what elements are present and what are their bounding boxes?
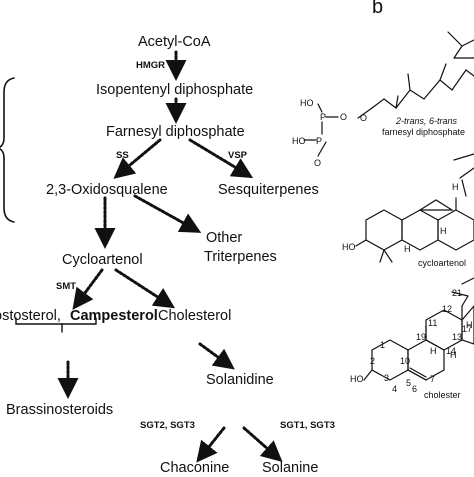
carbon-number: 21 — [452, 288, 463, 298]
carbon-number: 11 — [428, 318, 438, 328]
carbon-number: 1 — [380, 340, 386, 350]
carbon-number: 6 — [412, 384, 418, 394]
atom-o: O — [314, 158, 322, 168]
cholesterol-structure — [363, 277, 474, 381]
cycloartenol-structure — [355, 153, 474, 263]
carbon-number: 4 — [392, 384, 398, 394]
arrow-solanidine-solanine — [242, 426, 283, 462]
cycloartenol-label: cycloartenol — [418, 258, 467, 268]
enzyme-hmgr: HMGR — [136, 60, 166, 71]
node-isopentenyl-diphosphate: Isopentenyl diphosphate — [96, 82, 254, 98]
node-sitosterol: ostosterol, — [0, 308, 61, 324]
node-chaconine: Chaconine — [160, 460, 230, 476]
arrow-cycloartenol-cholesterol — [114, 268, 176, 309]
carbon-number: 12 — [442, 304, 453, 314]
node-farnesyl-diphosphate: Farnesyl diphosphate — [106, 124, 245, 140]
bracket-lower — [3, 157, 15, 223]
fpp-label-name: farnesyl diphosphate — [382, 127, 466, 137]
node-acetylcoa: Acetyl-CoA — [138, 34, 211, 50]
carbon-number: 7 — [430, 374, 436, 384]
atom-ho: HO — [292, 136, 306, 146]
pathway-arrows — [57, 50, 283, 463]
node-other-triterpenes-line2: Triterpenes — [204, 249, 277, 265]
atom-o: O — [360, 113, 368, 123]
fpp-label-stereo: 2-trans, 6-trans — [396, 116, 458, 126]
atom-h: H — [450, 350, 457, 360]
node-cholesterol: Cholesterol — [158, 308, 232, 324]
arrow-cholesterol-solanidine — [198, 342, 235, 370]
carbon-number: 2 — [370, 356, 376, 366]
atom-h: H — [452, 182, 459, 192]
arrow-oxidosqualene-triterpenes — [133, 194, 202, 233]
node-campesterol: Campesterol — [70, 308, 158, 324]
arrow-fpp-oxidosqualene — [113, 138, 162, 179]
node-sesquiterpenes: Sesquiterpenes — [218, 182, 319, 198]
carbon-number: 19 — [416, 332, 427, 342]
atom-p: P — [316, 136, 323, 146]
phytosterol-bracket — [15, 317, 97, 333]
atom-p: P — [320, 112, 327, 122]
node-oxidosqualene: 2,3-Oxidosqualene — [46, 182, 168, 198]
carbon-number: 5 — [406, 378, 412, 388]
carbon-number: 10 — [400, 356, 411, 366]
node-brassinosteroids: Brassinosteroids — [6, 402, 114, 418]
node-solanidine: Solanidine — [206, 372, 274, 388]
carbon-number: 3 — [384, 373, 390, 383]
node-cycloartenol: Cycloartenol — [62, 252, 143, 268]
atom-ho: HO — [300, 98, 314, 108]
atom-ho: HO — [342, 242, 356, 252]
cholesterol-label: cholester — [424, 390, 461, 400]
enzyme-smt: SMT — [56, 281, 77, 292]
enzyme-sgt1-sgt3: SGT1, SGT3 — [280, 420, 335, 431]
enzyme-vsp: VSP — [228, 150, 248, 161]
atom-o: O — [340, 112, 348, 122]
atom-h: H — [466, 320, 473, 330]
atom-h: H — [440, 226, 447, 236]
atom-ho: HO — [350, 374, 364, 384]
bracket-upper — [0, 77, 15, 159]
enzyme-sgt2-sgt3: SGT2, SGT3 — [140, 420, 195, 431]
arrow-fpp-sesquiterpenes — [188, 138, 254, 179]
carbon-number: 13 — [452, 332, 463, 342]
node-solanine: Solanine — [262, 460, 319, 476]
atom-h: H — [404, 244, 411, 254]
carbon-number: 17 — [462, 324, 473, 334]
carbon-number: 14 — [446, 346, 457, 356]
node-other-triterpenes-line1: Other — [206, 230, 243, 246]
fpp-structure — [303, 31, 474, 157]
enzyme-ss: SS — [116, 150, 129, 161]
panel-label: b — [372, 0, 384, 18]
arrow-cycloartenol-phytosterols — [72, 268, 104, 310]
atom-h: H — [430, 346, 437, 356]
arrow-solanidine-chaconine — [196, 426, 226, 463]
